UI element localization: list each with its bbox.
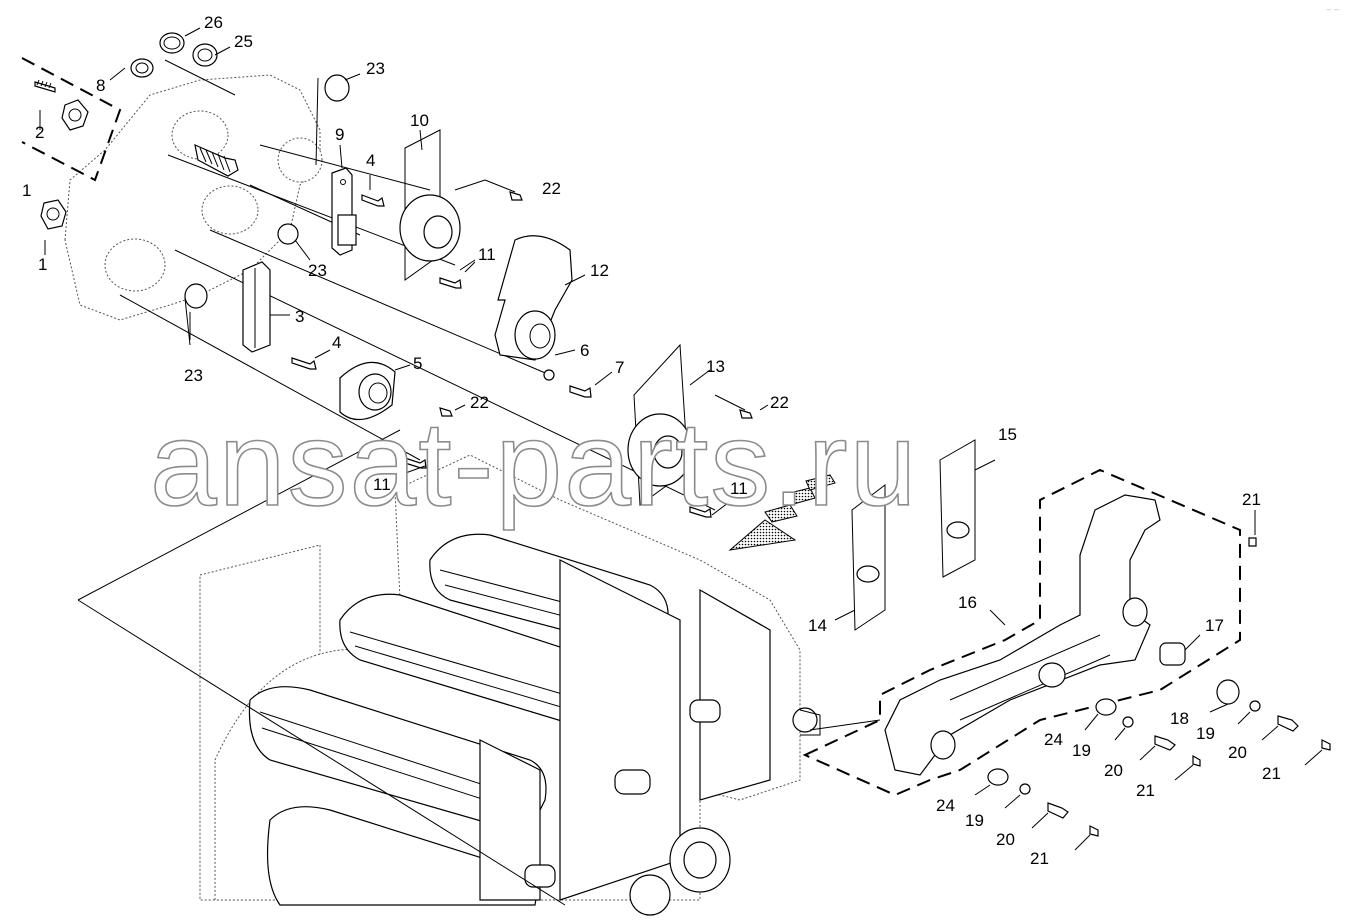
gearbox-housing (64, 74, 323, 321)
callout-21: 21 (1136, 781, 1155, 800)
callout-9: 9 (335, 125, 344, 144)
watermark: ansat-parts.ru (150, 397, 918, 531)
callout-16: 16 (958, 593, 977, 612)
part-5-flange (339, 361, 396, 421)
callout-21: 21 (1242, 490, 1261, 509)
callout-23: 23 (366, 59, 385, 78)
callout-19: 19 (965, 811, 984, 830)
callout-25: 25 (234, 32, 253, 51)
callout-10: 10 (410, 111, 429, 130)
direction-arrow (728, 474, 836, 551)
callout-7: 7 (615, 358, 624, 377)
part-3-plate (242, 261, 271, 353)
callout-4: 4 (332, 333, 341, 352)
rotor-frame-assembly (199, 454, 821, 916)
callout-1: 1 (22, 181, 31, 200)
callout-24: 24 (1044, 730, 1063, 749)
callout-20: 20 (996, 830, 1015, 849)
washers (987, 679, 1261, 795)
callout-11: 11 (730, 479, 748, 498)
screws (291, 191, 753, 518)
callout-14: 14 (808, 616, 827, 635)
callout-2: 2 (35, 123, 44, 142)
callout-3: 3 (295, 307, 304, 326)
callout-8: 8 (96, 76, 105, 95)
part-14-plate (851, 483, 886, 631)
part-10-shield (399, 129, 461, 281)
part-16-frame-group (802, 468, 1241, 797)
callout-22: 22 (470, 393, 489, 412)
o-rings-23 (184, 74, 350, 340)
bolts-20-nuts-21 (1047, 537, 1331, 837)
callout-26: 26 (204, 13, 223, 32)
callout-15: 15 (998, 425, 1017, 444)
callout-23: 23 (184, 366, 203, 385)
callout-21: 21 (1262, 764, 1281, 783)
callout-1: 1 (38, 255, 47, 274)
callout-19: 19 (1196, 724, 1215, 743)
leader-lines (39, 27, 1323, 851)
part-13-shield (627, 343, 693, 506)
part-8-25-26-seals (130, 32, 218, 78)
callout-17: 17 (1205, 616, 1224, 635)
callout-20: 20 (1228, 743, 1247, 762)
callout-19: 19 (1072, 741, 1091, 760)
callout-21: 21 (1030, 849, 1049, 868)
callout-20: 20 (1104, 761, 1123, 780)
callout-24: 24 (936, 796, 955, 815)
part-9-bracket (331, 167, 357, 256)
callout-13: 13 (706, 357, 725, 376)
corner-mark: – – (1326, 4, 1339, 14)
callout-22: 22 (770, 393, 789, 412)
callout-5: 5 (413, 354, 422, 373)
callout-12: 12 (590, 261, 609, 280)
part-12-cover (494, 235, 573, 361)
callout-23: 23 (308, 261, 327, 280)
part-15-plate (939, 439, 976, 578)
callout-6: 6 (580, 341, 589, 360)
callout-4: 4 (366, 151, 375, 170)
callout-22: 22 (542, 179, 561, 198)
callout-11: 11 (373, 475, 391, 494)
callout-labels: 2 1 1 8 26 25 23 9 4 10 22 11 23 12 3 4 … (22, 13, 1281, 868)
part-1-bolt-nut-group (21, 57, 122, 230)
callout-11: 11 (478, 245, 496, 264)
axis-lines (77, 59, 881, 906)
callout-18: 18 (1170, 709, 1189, 728)
